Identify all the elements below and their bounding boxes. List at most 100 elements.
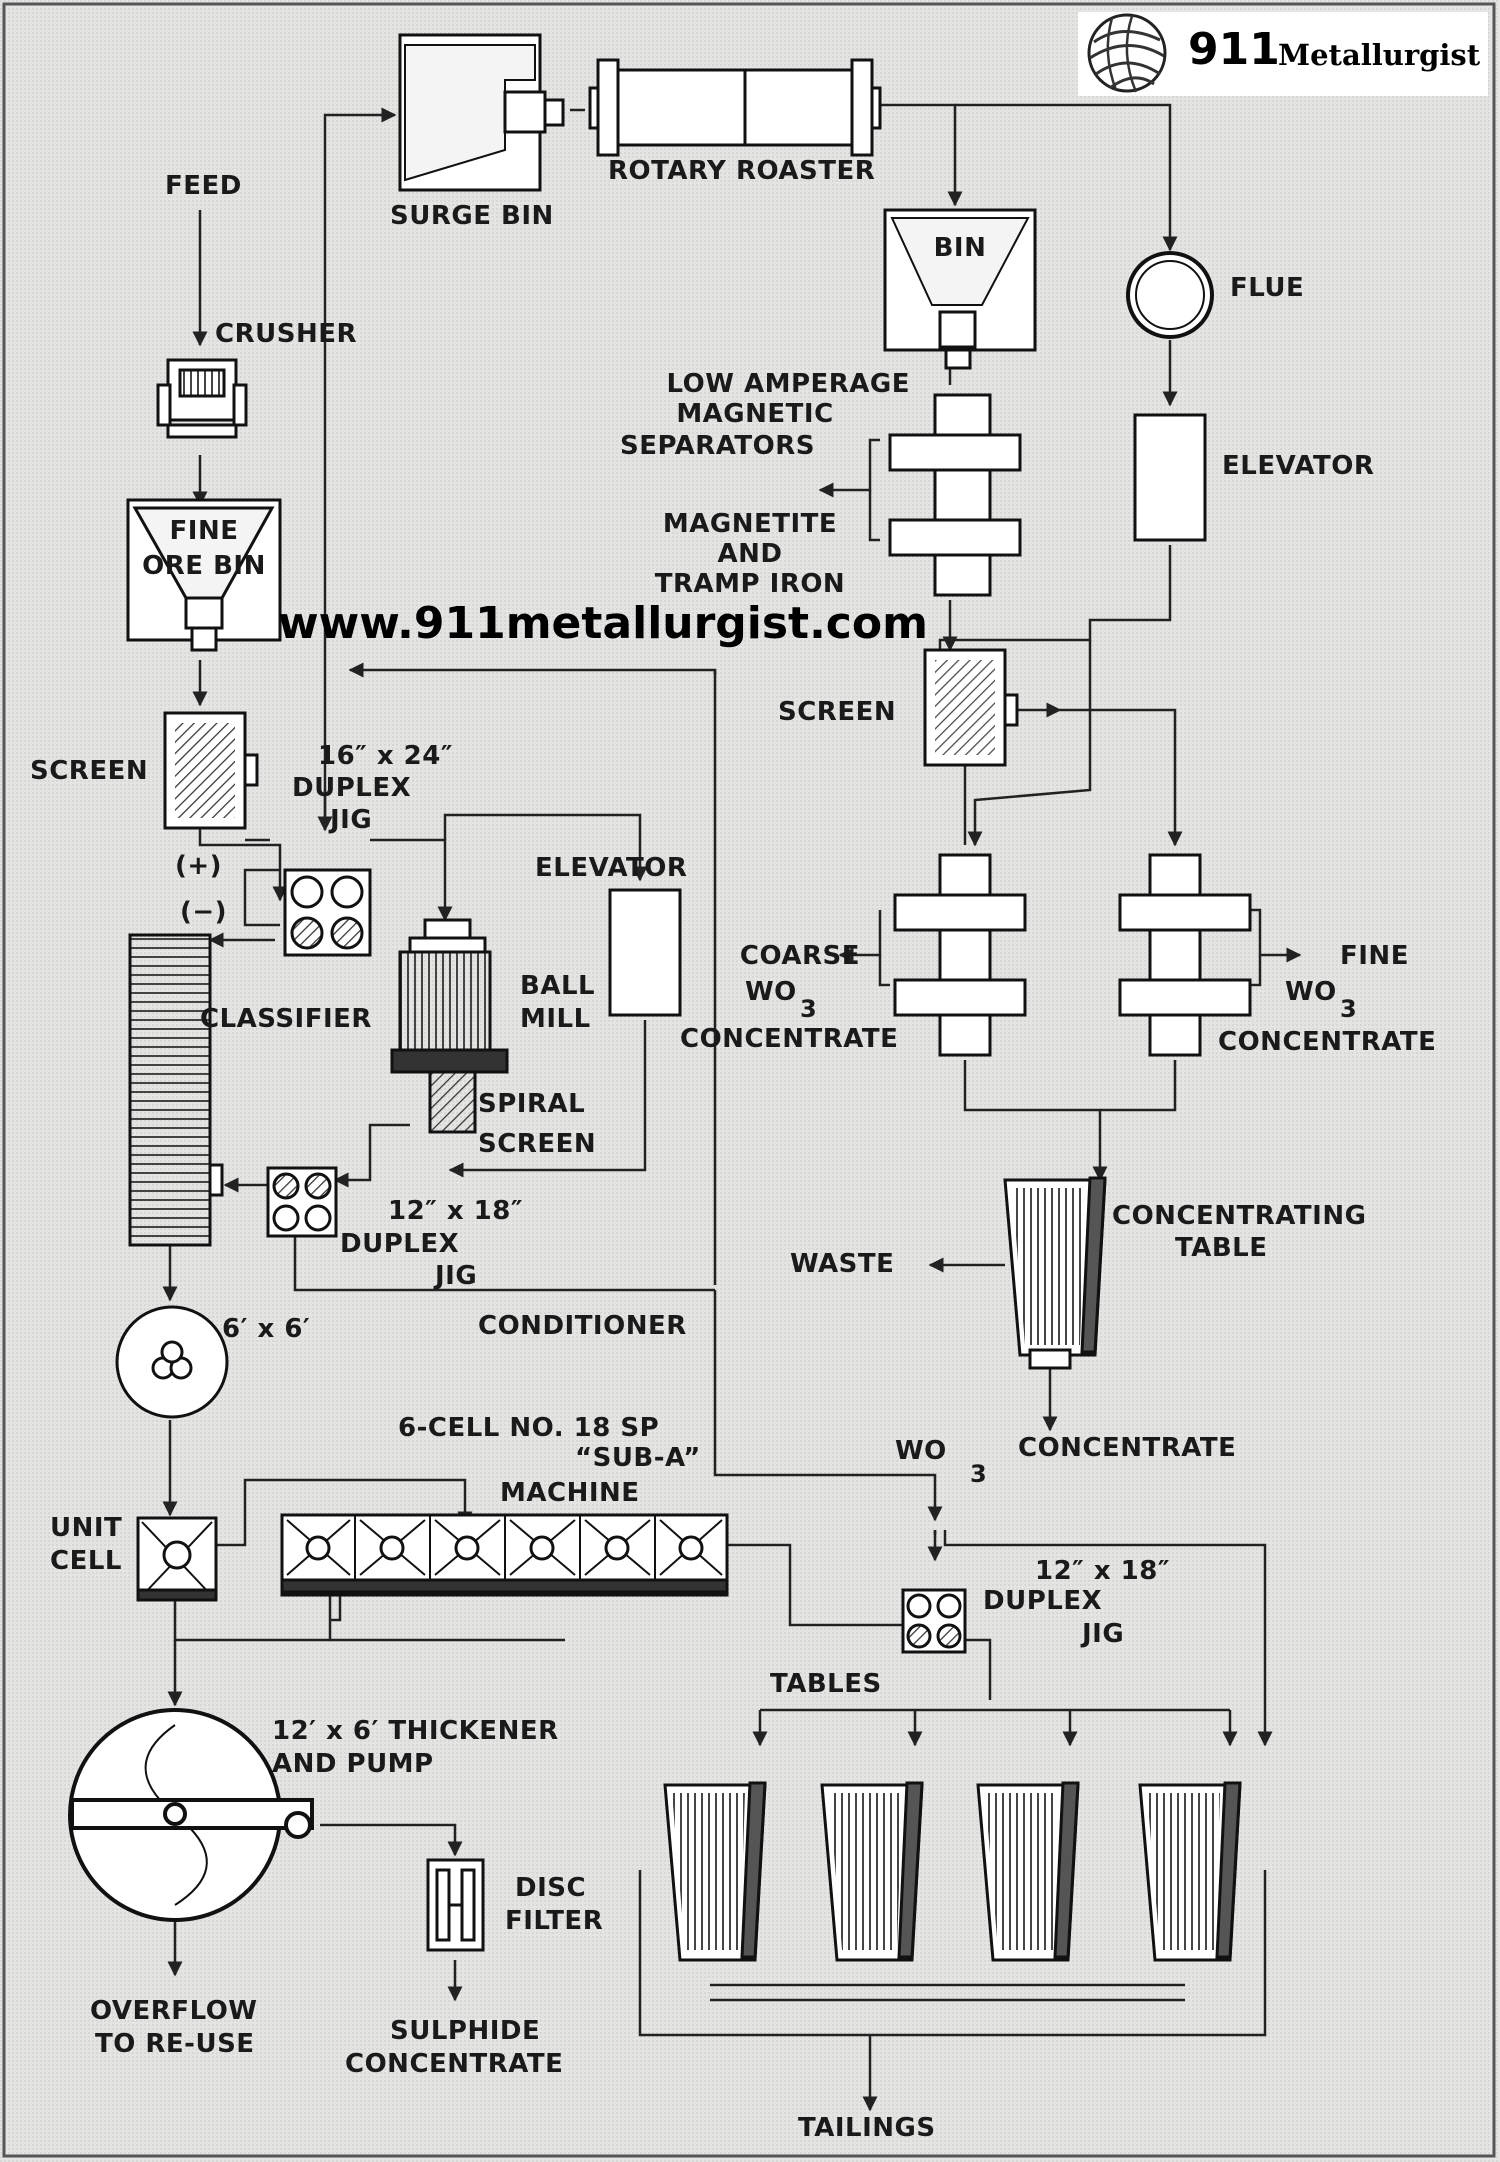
duplex-jig-3-name: DUPLEX — [983, 1586, 1103, 1616]
911-metallurgist-ball-logo — [1087, 13, 1167, 93]
screen-left-label: SCREEN — [30, 756, 149, 786]
jig3-out-line — [965, 1638, 992, 1700]
fine-label-1: FINE — [1340, 941, 1409, 971]
duplex-jig-2-size: 12″ x 18″ — [388, 1196, 523, 1226]
elevator-to-screen-line — [938, 545, 1172, 670]
conditioner-icon — [115, 1305, 229, 1419]
coarse-label-2: WO — [745, 977, 797, 1007]
fine-separators-icon — [1118, 853, 1252, 1057]
spiral-label-2: SCREEN — [478, 1129, 597, 1159]
elevator-to-mill-line — [443, 813, 648, 882]
coarse-label-1: COARSE — [739, 941, 860, 971]
fine-label-3: CONCENTRATE — [1218, 1027, 1437, 1057]
coarse-label-3: CONCENTRATE — [680, 1024, 899, 1054]
duplex-jig-2-icon — [266, 1166, 338, 1238]
waste-label: WASTE — [790, 1249, 895, 1279]
elevator-top-icon — [1133, 413, 1207, 542]
flue-icon — [1126, 251, 1214, 339]
classifier-icon — [128, 933, 224, 1247]
surge-bin-label: SURGE BIN — [390, 201, 554, 231]
concentrating-table-icon — [1003, 1176, 1107, 1370]
screen-plus-line — [198, 820, 288, 902]
duplex-jig-1-icon — [283, 868, 372, 957]
low-amp-label-1: LOW AMPERAGE — [666, 369, 910, 399]
concentrating-table-label-2: TABLE — [1175, 1233, 1268, 1263]
screen-right-icon — [923, 648, 1019, 767]
coarse-separators-icon — [893, 853, 1027, 1057]
duplex-jig-1-size: 16″ x 24″ — [318, 741, 453, 771]
wo3-concentrate-label-1: WO — [895, 1436, 947, 1466]
sub-a-label-3: MACHINE — [500, 1478, 640, 1508]
sulphide-label-1: SULPHIDE — [390, 2016, 541, 2046]
screen-to-coarse-line — [967, 640, 1092, 847]
bin-label: BIN — [933, 233, 987, 263]
spiral-to-jig-line — [333, 1123, 410, 1188]
magnetite-label-3: TRAMP IRON — [654, 569, 846, 599]
thickener-to-filter-line — [320, 1823, 463, 1857]
magnetite-out-line — [818, 438, 880, 498]
table-4-icon — [1138, 1781, 1242, 1962]
screen-to-fine-line — [1060, 708, 1183, 847]
unit-cell-to-machine-line — [215, 1478, 473, 1547]
wo3-concentrate-subscript: 3 — [970, 1460, 987, 1488]
table-2-icon — [820, 1781, 924, 1962]
ball-mill-label-2: MILL — [520, 1004, 591, 1034]
brand-header: 911 Metallurgist — [1078, 12, 1488, 96]
duplex-jig-1-type: JIG — [330, 805, 373, 835]
table-1-icon — [663, 1781, 767, 1962]
sulphide-label-2: CONCENTRATE — [345, 2049, 564, 2079]
low-amp-label-3: SEPARATORS — [620, 431, 815, 461]
disc-filter-label-1: DISC — [515, 1873, 587, 1903]
elevator-top-label: ELEVATOR — [1222, 451, 1375, 481]
disc-filter-icon — [426, 1858, 485, 1952]
fine-ore-bin-label-2: ORE BIN — [142, 551, 266, 581]
surge-bin-icon — [398, 33, 565, 192]
duplex-jig-2-name: DUPLEX — [340, 1229, 460, 1259]
coarse-subscript: 3 — [800, 995, 817, 1023]
feed-label: FEED — [165, 171, 242, 201]
tables-label: TABLES — [770, 1669, 882, 1699]
brand-number: 911 — [1188, 24, 1280, 75]
flue-label: FLUE — [1230, 273, 1305, 303]
flow-lines — [162, 103, 1302, 2112]
duplex-jig-2-type: JIG — [435, 1261, 478, 1291]
concentrating-table-label-1: CONCENTRATING — [1112, 1201, 1367, 1231]
screen-left-icon — [163, 711, 259, 830]
unit-cell-icon — [136, 1516, 218, 1602]
fine-label-2: WO — [1285, 977, 1337, 1007]
crusher-icon — [156, 358, 248, 439]
spiral-label-1: SPIRAL — [478, 1089, 586, 1119]
fine-ore-bin-label-1: FINE — [169, 516, 239, 546]
overflow-label-2: TO RE-USE — [95, 2029, 255, 2059]
crusher-label: CRUSHER — [215, 319, 357, 349]
conditioner-size-label: 6′ x 6′ — [222, 1314, 311, 1344]
magnetite-label-1: MAGNETITE — [662, 509, 838, 539]
classifier-label: CLASSIFIER — [200, 1004, 372, 1034]
elevator-mid-label: ELEVATOR — [535, 853, 688, 883]
plus-label: (+) — [175, 851, 223, 881]
overflow-label-1: OVERFLOW — [90, 1996, 258, 2026]
thickener-label-1: 12′ x 6′ THICKENER — [272, 1716, 559, 1746]
low-amp-separators-icon — [888, 393, 1022, 597]
wo3-concentrate-label-2: CONCENTRATE — [1018, 1433, 1237, 1463]
jig3-to-tables-line — [943, 1530, 1273, 1747]
unit-cell-label-2: CELL — [50, 1546, 122, 1576]
thickener-label-2: AND PUMP — [272, 1749, 434, 1779]
watermark-url: www.911metallurgist.com — [278, 598, 928, 649]
machine-out-line — [725, 1543, 905, 1627]
tables-collect-line — [638, 1870, 1267, 2037]
table-3-icon — [976, 1781, 1080, 1962]
screen-right-label: SCREEN — [778, 697, 897, 727]
conditioner-feed-line — [713, 1290, 943, 1522]
brand-word: Metallurgist — [1278, 38, 1481, 72]
duplex-jig-3-type: JIG — [1082, 1619, 1125, 1649]
tailings-label: TAILINGS — [798, 2113, 936, 2143]
screen-minus-line — [243, 868, 280, 927]
ball-mill-label-1: BALL — [520, 971, 596, 1001]
disc-filter-label-2: FILTER — [505, 1906, 604, 1936]
rotary-roaster-label: ROTARY ROASTER — [608, 156, 876, 186]
minus-label: (−) — [180, 897, 228, 927]
